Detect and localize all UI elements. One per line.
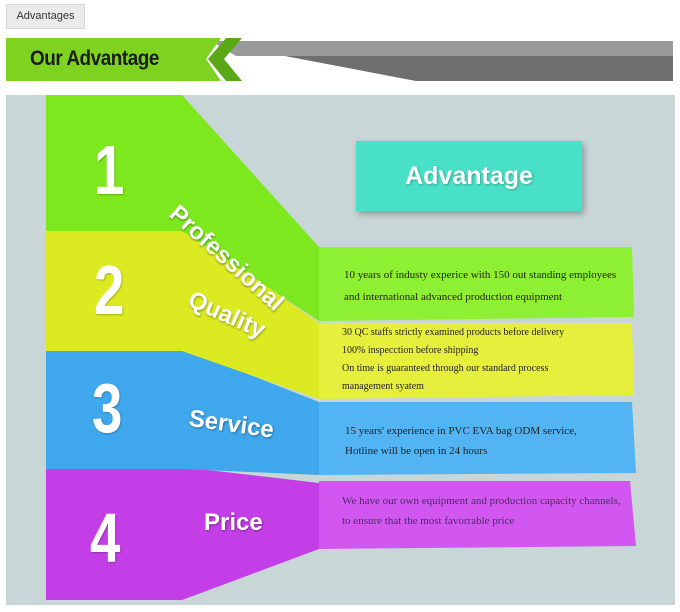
banner-graphic [6, 38, 673, 81]
step-1-line-1: 10 years of industy experice with 150 ou… [344, 269, 617, 281]
ribbon-graphic [46, 95, 636, 600]
advantage-box: Advantage [356, 141, 582, 211]
tab-advantages[interactable]: Advantages [6, 4, 85, 29]
step-2-number: 2 [94, 251, 125, 329]
step-1-line-2: and international advanced production eq… [344, 291, 563, 303]
step-2-line-2: 100% inspecction before shipping [342, 345, 479, 356]
step-4-number: 4 [90, 499, 121, 577]
step-2-line-3: On time is guaranteed through our standa… [342, 363, 549, 374]
step-3-number: 3 [92, 369, 123, 447]
step-4-line-1: We have our own equipment and production… [342, 495, 621, 507]
step-4-line-2: to ensure that the most favorrable price [342, 515, 515, 527]
banner-title: Our Advantage [30, 47, 159, 70]
step-3-line-2: Hotline will be open in 24 hours [345, 445, 488, 457]
advantage-infographic: Advantage 1 Professional 10 years of ind… [6, 95, 675, 605]
step-4-word: Price [204, 509, 263, 536]
step-2-line-1: 30 QC staffs strictly examined products … [342, 327, 565, 338]
step-3-line-1: 15 years' experience in PVC EVA bag ODM … [345, 425, 577, 437]
step-2-line-4: management syatem [342, 381, 424, 392]
section-banner: Our Advantage [6, 38, 673, 81]
step-1-number: 1 [94, 131, 125, 209]
